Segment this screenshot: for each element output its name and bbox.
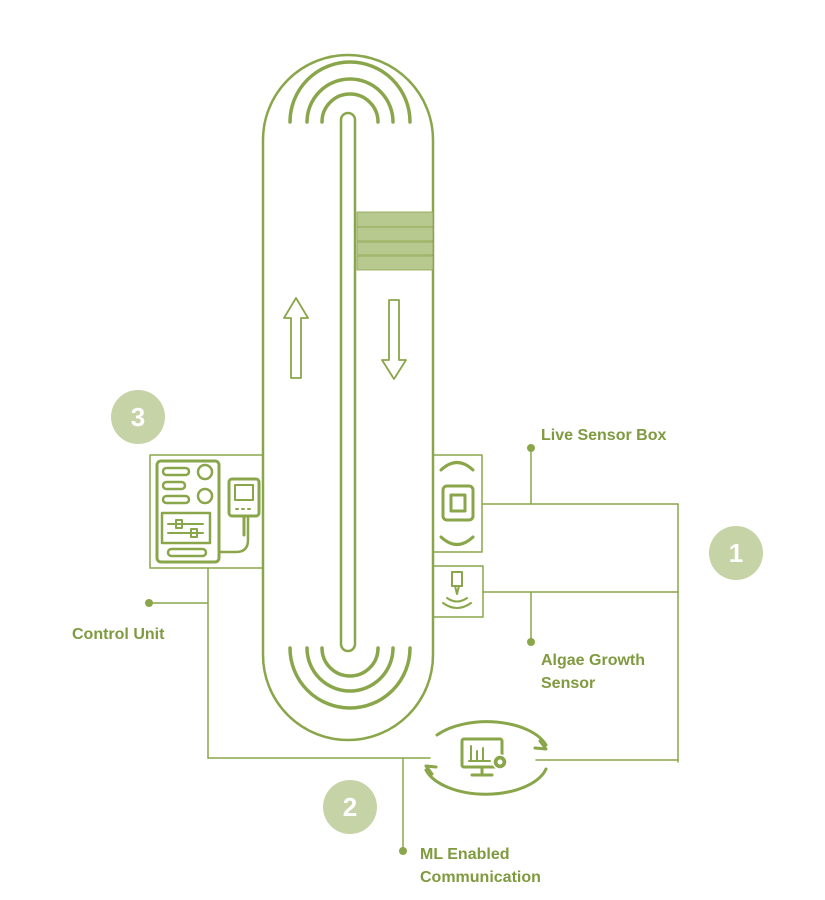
algae-growth-label-line1: Algae Growth (541, 652, 646, 669)
up-flow-arrow (283, 297, 309, 379)
bottom-ripple-waves (288, 646, 412, 710)
center-divider (339, 111, 357, 653)
sensor-box-icon (432, 454, 483, 553)
ml-label-line1: ML Enabled (420, 846, 510, 863)
reactor-tube (261, 53, 435, 742)
monitor-gear-icon (460, 737, 508, 777)
step-badge-2: 2 (323, 780, 377, 834)
down-flow-arrow (381, 299, 407, 380)
ml-label-line2: Communication (420, 869, 541, 886)
algae-density-bands (356, 211, 434, 271)
growth-sensor-icon (432, 565, 484, 618)
connector-lines (148, 447, 679, 852)
label-dots (145, 444, 535, 855)
cycle-arrows (424, 720, 548, 796)
control-panel-icon (149, 454, 264, 569)
algae-growth-label-line2: Sensor (541, 675, 596, 692)
step-badge-1: 1 (709, 526, 763, 580)
step-badge-3: 3 (111, 390, 165, 444)
control-unit-label: Control Unit (72, 626, 165, 643)
top-ripple-waves (288, 60, 412, 124)
live-sensor-box-label: Live Sensor Box (541, 427, 667, 444)
